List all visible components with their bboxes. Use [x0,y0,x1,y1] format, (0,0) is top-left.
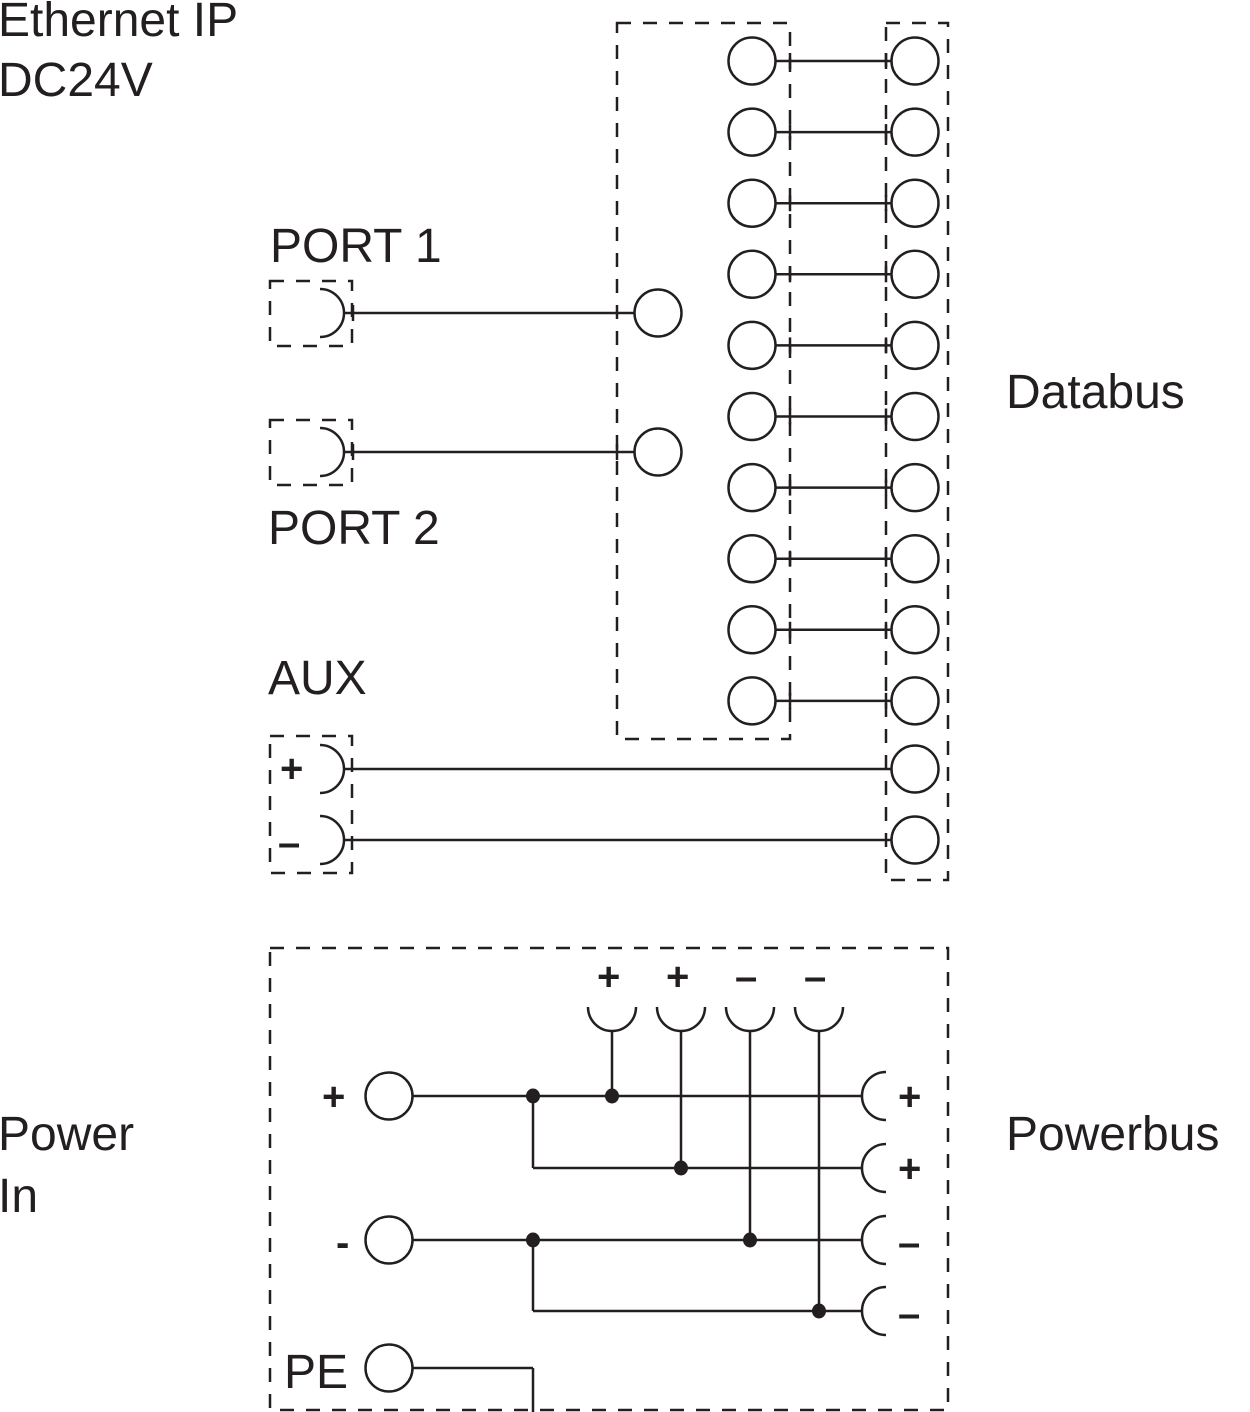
title-line1: Ethernet IP [0,0,238,47]
databus-terminal-icon [890,605,940,655]
databus-terminal-icon [890,391,940,442]
aux-minus-symbol: – [278,821,300,865]
aux-socket-box [268,734,354,875]
internal-terminal-icon [727,676,777,726]
junction-dot [812,1303,826,1319]
title-line2: DC24V [0,54,153,107]
powerbus-socket-icon [860,1070,887,1122]
databus-terminal-icon [890,533,940,584]
databus-pair [727,36,940,86]
aux-plus-socket-icon [319,743,346,795]
databus-pair [727,249,940,300]
top-socket-symbol: – [735,955,757,999]
internal-terminal-icon [727,178,777,228]
databus-terminal-icon [890,36,940,86]
junction-dot [526,1088,540,1104]
port1-label: PORT 1 [270,220,442,273]
port2-terminal-icon [633,427,683,477]
databus-pair [727,462,940,513]
databus-pair [727,533,940,584]
databus-aux-plus-terminal-icon [890,744,940,794]
top-socket-icon [586,1006,638,1033]
port1-socket-icon [319,287,346,339]
power-in-minus-terminal-icon [364,1215,414,1265]
databus-terminal-icon [890,462,940,513]
powerbus-symbol: – [898,1221,920,1265]
powerbus-socket-icon [860,1285,887,1337]
aux-minus-socket-icon [319,814,346,866]
pe-label: PE [284,1346,348,1399]
databus-pairs [727,36,940,726]
port2-socket-box [268,418,354,487]
powerbus-symbol: + [898,1075,921,1119]
databus-connector-box [884,21,950,882]
port1-socket-box [268,279,354,348]
powerbus-socket-icon [860,1142,887,1194]
databus-label: Databus [1006,366,1185,419]
power-module-box [268,946,950,1412]
databus-aux-minus-terminal-icon [890,815,940,865]
internal-terminal-icon [727,107,777,157]
powerbus-symbol: – [898,1292,920,1336]
internal-terminal-icon [727,320,777,371]
powerbus-outputs: + + – – [860,1070,921,1337]
power-in-plus-symbol: + [322,1075,345,1119]
port2-label: PORT 2 [268,502,440,555]
junction-dot [526,1232,540,1248]
junction-dot [743,1232,757,1248]
top-socket-icon [655,1006,707,1033]
databus-terminal-icon [890,249,940,300]
internal-terminal-icon [727,391,777,442]
databus-pair [727,676,940,726]
power-wiring [412,1031,862,1412]
junction-dot [605,1088,619,1104]
databus-pair [727,107,940,157]
port1-terminal-icon [633,288,683,338]
top-socket-symbol: + [666,955,689,999]
powerbus-symbol: + [898,1147,921,1191]
port2-socket-icon [319,426,346,478]
powerbus-label: Powerbus [1006,1108,1219,1161]
databus-pair [727,391,940,442]
internal-terminal-icon [727,533,777,584]
internal-module-box [615,21,792,741]
junction-dot [674,1160,688,1176]
top-socket-icon [724,1006,776,1033]
databus-pair [727,178,940,228]
databus-terminal-icon [890,320,940,371]
internal-terminal-icon [727,605,777,655]
power-in-label-line2: In [0,1170,38,1223]
aux-label: AUX [268,652,367,705]
power-in-minus-symbol: - [336,1221,349,1265]
top-socket-symbol: – [804,955,826,999]
pe-terminal-icon [364,1343,414,1393]
databus-terminal-icon [890,676,940,726]
databus-terminal-icon [890,107,940,157]
aux-plus-symbol: + [280,747,303,791]
internal-terminal-icon [727,249,777,300]
databus-pair [727,320,940,371]
internal-terminal-icon [727,462,777,513]
databus-terminal-icon [890,178,940,228]
top-sockets: + + – – [586,955,845,1033]
internal-terminal-icon [727,36,777,86]
powerbus-socket-icon [860,1214,887,1266]
top-socket-icon [793,1006,845,1033]
power-in-plus-terminal-icon [364,1071,414,1121]
top-socket-symbol: + [597,955,620,999]
power-in-label-line1: Power [0,1108,134,1161]
databus-pair [727,605,940,655]
